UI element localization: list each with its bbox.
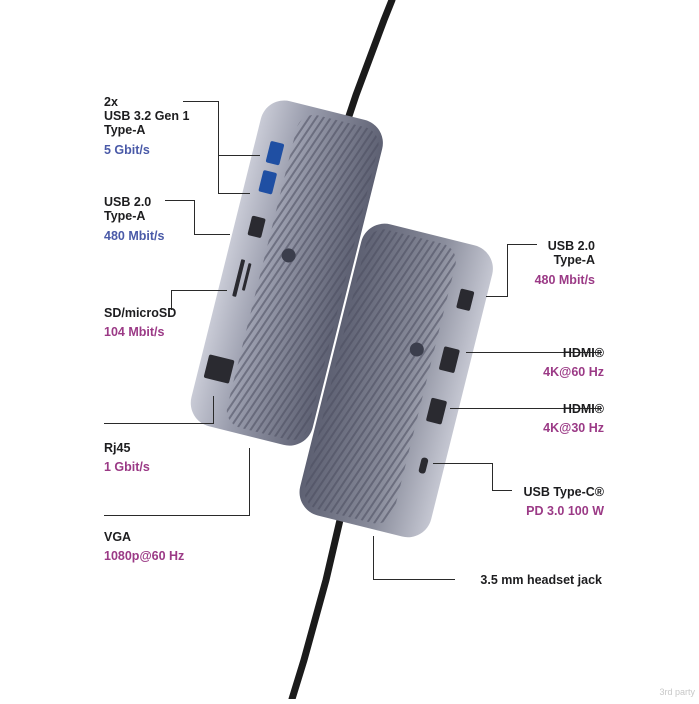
leader-usb20l-b xyxy=(194,234,230,235)
label-vga: VGA 1080p@60 Hz xyxy=(104,530,185,563)
hdmi-port-1 xyxy=(439,346,460,373)
watermark: 3rd party xyxy=(659,687,695,697)
label-usb32: 2x USB 3.2 Gen 1 Type-A 5 Gbit/s xyxy=(104,95,190,157)
leader-usb32-v xyxy=(218,101,219,194)
leader-usb20l-v xyxy=(194,200,195,235)
leader-sd-h xyxy=(171,290,227,291)
leader-usb20r-v xyxy=(507,244,508,297)
leader-usb32-h xyxy=(183,101,219,102)
hdmi-port-2 xyxy=(426,397,447,425)
usb32-port-2 xyxy=(258,170,277,195)
leader-usb20r-t xyxy=(507,244,537,245)
leader-vga-h xyxy=(104,515,250,516)
usb32-port-1 xyxy=(265,141,285,166)
hub-right xyxy=(299,223,493,538)
cable-bottom xyxy=(288,516,344,703)
rj45-port xyxy=(204,354,235,384)
leader-usbc-v xyxy=(492,463,493,491)
leader-hdmi1 xyxy=(466,352,602,353)
leader-vga-v xyxy=(249,448,250,515)
label-sd: SD/microSD 104 Mbit/s xyxy=(104,306,177,339)
leader-usbc-h xyxy=(433,463,493,464)
leader-usb32-a xyxy=(218,155,260,156)
usbc-port xyxy=(418,457,429,474)
leader-rj45-v xyxy=(213,396,214,423)
leader-jack-v xyxy=(373,536,374,579)
cable-top xyxy=(342,0,396,129)
label-hdmi1: HDMI® 4K@60 Hz xyxy=(543,346,604,379)
leader-usb32-b xyxy=(218,193,250,194)
leader-usb20r-h xyxy=(486,296,508,297)
label-usbc: USB Type-C® PD 3.0 100 W xyxy=(523,485,604,518)
sd-slot xyxy=(232,259,246,297)
leader-rj45-h xyxy=(104,423,214,424)
usb20-port-left xyxy=(247,215,266,238)
label-usb20-right: USB 2.0 Type-A 480 Mbit/s xyxy=(534,239,595,287)
microsd-slot xyxy=(242,263,252,291)
label-hdmi2: HDMI® 4K@30 Hz xyxy=(543,402,604,435)
hub-left xyxy=(190,100,383,446)
leader-hdmi2 xyxy=(450,408,602,409)
label-usb20-left: USB 2.0 Type-A 480 Mbit/s xyxy=(104,195,165,243)
leader-usbc-b xyxy=(492,490,512,491)
leader-sd-v xyxy=(171,290,172,310)
leader-jack-h xyxy=(373,579,455,580)
leader-usb20l-h xyxy=(165,200,195,201)
label-jack: 3.5 mm headset jack xyxy=(480,573,602,587)
usb20-port-right xyxy=(456,288,475,311)
label-rj45: Rj45 1 Gbit/s xyxy=(104,441,150,474)
